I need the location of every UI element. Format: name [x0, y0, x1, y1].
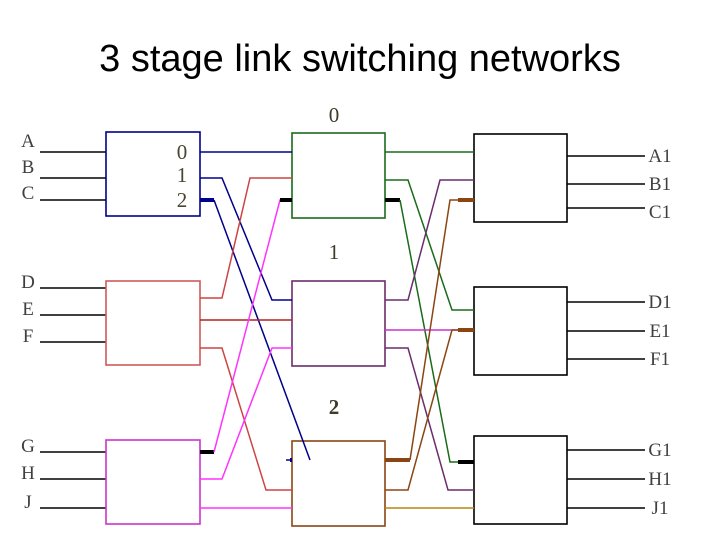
stage3-switch-1[interactable] [473, 133, 568, 223]
input-lines-group-1 [40, 151, 106, 201]
output-lines-group-2 [567, 301, 645, 360]
link-s1b1-p1 [200, 177, 292, 301]
input-label-F: F [23, 326, 34, 347]
input-label-G: G [21, 436, 35, 457]
output-label-J1: J1 [652, 498, 669, 519]
link-s2b1-p0 [385, 179, 474, 301]
link-s2b1-p2 [385, 347, 474, 491]
output-label-G1: G1 [648, 440, 671, 461]
stage2-switch-1[interactable] [291, 280, 386, 367]
input-label-E: E [22, 299, 34, 320]
input-label-C: C [22, 183, 35, 204]
link-s1b3-p0 [200, 198, 292, 454]
link-s1b1-p2 [200, 198, 311, 462]
input-label-J: J [24, 492, 31, 513]
input-label-B: B [22, 157, 35, 178]
stage2-switch-2[interactable] [291, 440, 386, 527]
output-lines-group-3 [567, 449, 645, 509]
stage1-port-label-1: 1 [177, 163, 188, 187]
output-label-A1: A1 [648, 146, 671, 167]
stage2-label-0: 0 [329, 103, 340, 127]
output-label-D1: D1 [648, 292, 671, 313]
stage2-label-2: 2 [329, 395, 340, 419]
input-lines-group-2 [40, 287, 106, 343]
stage1-port-label-2: 2 [177, 188, 188, 212]
output-label-B1: B1 [649, 174, 671, 195]
link-s1b2-p0 [200, 177, 292, 299]
page-title: 3 stage link switching networks [99, 38, 621, 80]
stage1-switch-2[interactable] [105, 280, 201, 366]
output-label-H1: H1 [648, 469, 671, 490]
output-label-F1: F1 [650, 349, 670, 370]
link-s2b2-p1 [385, 328, 474, 491]
stage3-switch-2[interactable] [473, 286, 568, 376]
stage1-switch-1[interactable] [105, 131, 201, 217]
output-label-C1: C1 [649, 202, 671, 223]
stage1-switch-3[interactable] [105, 439, 201, 525]
stage1-port-label-0: 0 [177, 140, 188, 164]
stage2-label-1: 1 [329, 240, 340, 264]
link-s1b2-p2 [200, 347, 292, 491]
link-s2b0-p1 [385, 179, 474, 311]
output-label-E1: E1 [649, 321, 670, 342]
input-label-D: D [21, 272, 35, 293]
link-s2b0-p2 [385, 198, 474, 464]
stage3-switch-3[interactable] [473, 435, 568, 525]
link-s1b3-p1 [200, 347, 292, 480]
input-lines-group-3 [40, 451, 106, 509]
link-s2b2-p0 [385, 198, 474, 462]
output-lines-group-1 [567, 155, 645, 209]
stage2-switch-0[interactable] [291, 132, 386, 219]
input-label-H: H [21, 463, 35, 484]
input-label-A: A [21, 131, 35, 152]
